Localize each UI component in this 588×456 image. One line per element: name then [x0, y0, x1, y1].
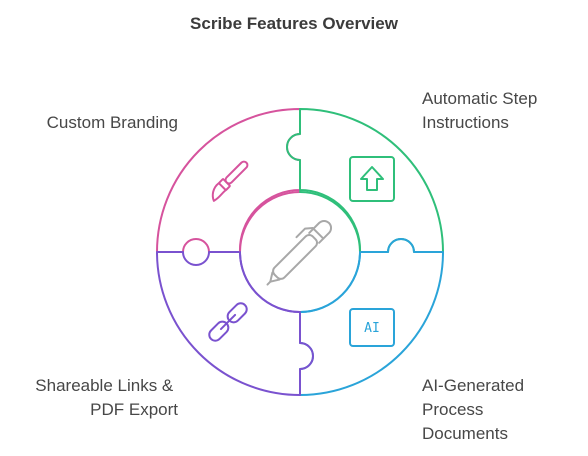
paintbrush-icon — [211, 160, 249, 202]
label-shareable-links-pdf-export: Shareable Links & PDF Export — [35, 376, 178, 419]
quadrant-custom-branding — [156, 108, 301, 253]
center-circle — [239, 191, 361, 313]
diagram-title: Scribe Features Overview — [190, 14, 399, 33]
link-icon — [208, 302, 248, 342]
upload-arrow-icon — [349, 156, 395, 202]
ai-badge-icon: AI — [349, 308, 395, 347]
quadrant-shareable-links-pdf-export — [156, 251, 314, 396]
quadrant-ai-generated-process-documents — [299, 238, 444, 396]
label-custom-branding: Custom Branding — [47, 113, 178, 132]
label-automatic-step-instructions: Automatic Step Instructions — [422, 89, 542, 132]
ai-badge-text: AI — [364, 321, 380, 336]
pen-icon — [266, 220, 332, 286]
label-ai-generated-process-documents: AI-Generated Process Documents — [422, 376, 529, 443]
